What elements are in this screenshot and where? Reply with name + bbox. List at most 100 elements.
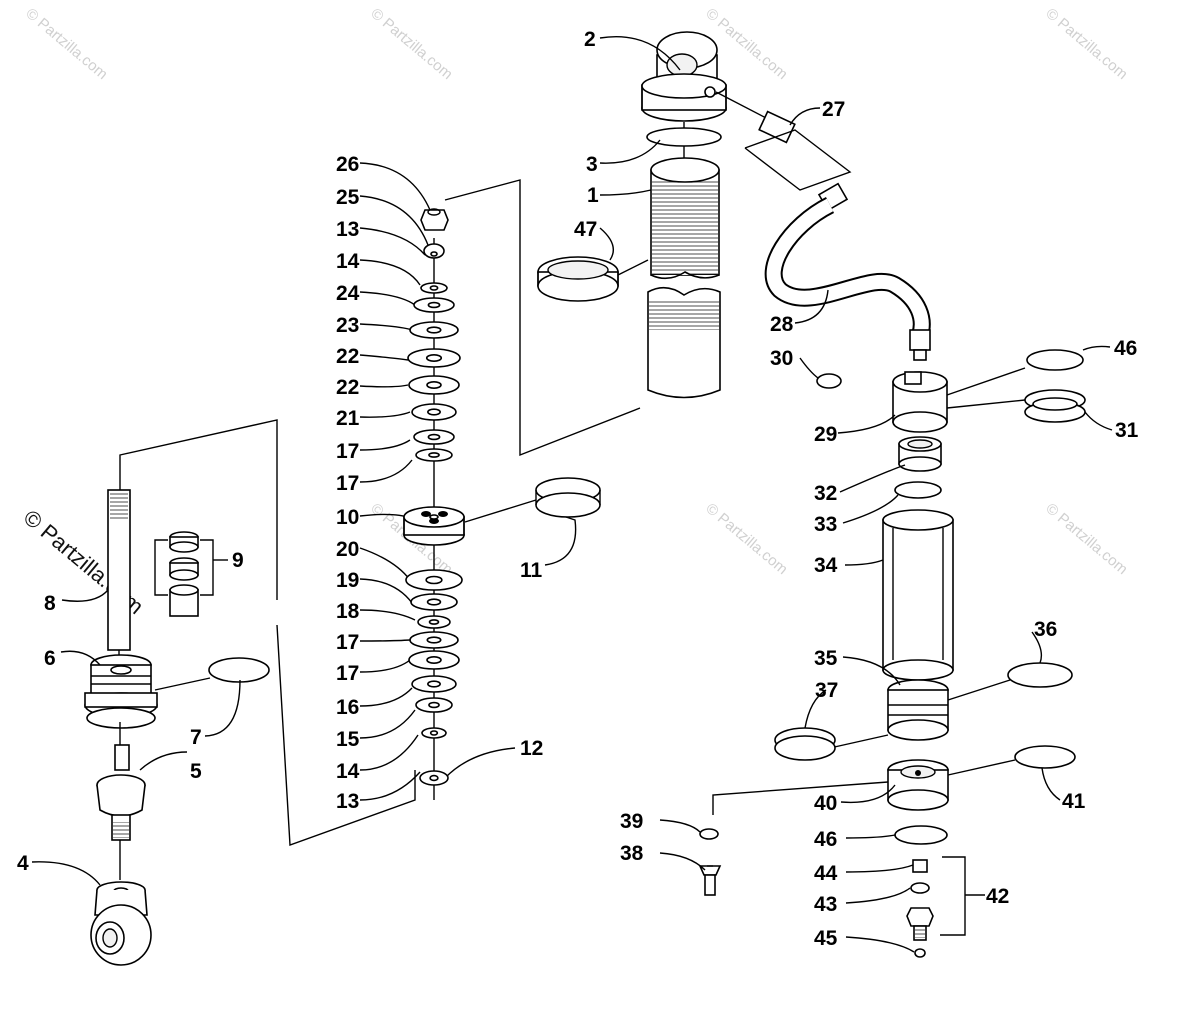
part-2-top-eye xyxy=(641,31,727,122)
part-24-shim-hole xyxy=(427,301,441,309)
callout-13: 13 xyxy=(336,218,359,241)
callout-13: 13 xyxy=(336,790,359,813)
callout-29: 29 xyxy=(814,423,837,446)
watermark-text: © Partzilla.com xyxy=(367,5,455,83)
callout-15: 15 xyxy=(336,728,360,751)
callout-5: 5 xyxy=(190,760,202,783)
callout-33: 33 xyxy=(814,513,837,536)
callout-44: 44 xyxy=(814,862,838,885)
part-19-shim-hole xyxy=(426,598,442,606)
callout-38: 38 xyxy=(620,842,644,865)
part-21-shim-hole xyxy=(427,408,441,416)
callout-19: 19 xyxy=(336,569,359,592)
part-41-ring xyxy=(1014,745,1076,769)
callout-16: 16 xyxy=(336,696,359,719)
part-15-shim-hole xyxy=(428,701,440,709)
callout-30: 30 xyxy=(770,347,793,370)
callout-8: 8 xyxy=(44,592,56,615)
part-32-bearing xyxy=(898,436,942,472)
watermarks: © Partzilla.com © Partzilla.com © Partzi… xyxy=(19,5,1131,619)
callout-39: 39 xyxy=(620,810,643,833)
part-40-end-cap xyxy=(712,759,1016,815)
callout-1: 1 xyxy=(587,184,599,207)
callout-10: 10 xyxy=(336,506,359,529)
callout-23: 23 xyxy=(336,314,359,337)
part-39-washer xyxy=(699,828,719,840)
part-18-shim-hole xyxy=(428,619,440,625)
watermark-text: © Partzilla.com xyxy=(1042,5,1130,83)
part-22-shim-hole xyxy=(425,354,443,362)
callout-32: 32 xyxy=(814,482,837,505)
part-8-piston-rod xyxy=(107,489,131,651)
callout-28: 28 xyxy=(770,313,794,336)
part-36-ring xyxy=(1007,662,1073,688)
part-28-hose xyxy=(764,182,931,361)
part-6-seal-head xyxy=(84,654,158,729)
part-34-reservoir xyxy=(882,509,954,681)
callout-6: 6 xyxy=(44,647,56,670)
part-30-o-ring xyxy=(816,373,842,389)
part-38-screw xyxy=(698,865,722,896)
part-17-shim-hole xyxy=(427,433,441,441)
stack-discs xyxy=(403,282,601,786)
callout-45: 45 xyxy=(814,927,838,950)
part-17-shim-hole xyxy=(428,452,440,458)
callout-14: 14 xyxy=(336,250,360,273)
callout-42: 42 xyxy=(986,885,1009,908)
shock-body xyxy=(537,31,931,399)
part-31-ring xyxy=(1024,389,1086,423)
part-29-reservoir-cap xyxy=(892,367,1026,433)
part-4-eye-mount xyxy=(90,881,152,966)
callout-36: 36 xyxy=(1034,618,1057,641)
callout-17: 17 xyxy=(336,662,359,685)
watermark-text: © Partzilla.com xyxy=(1042,500,1130,578)
part-14-washer-hole xyxy=(429,730,439,736)
callout-34: 34 xyxy=(814,554,838,577)
part-12-washer-hole xyxy=(429,774,439,782)
callout-2: 2 xyxy=(584,28,596,51)
callout-27: 27 xyxy=(822,98,845,121)
callout-11: 11 xyxy=(520,559,543,582)
callout-17: 17 xyxy=(336,440,359,463)
callout-9: 9 xyxy=(232,549,244,572)
callout-12: 12 xyxy=(520,737,543,760)
callout-7: 7 xyxy=(190,726,202,749)
callout-20: 20 xyxy=(336,538,359,561)
callout-22: 22 xyxy=(336,376,359,399)
callout-21: 21 xyxy=(336,407,360,430)
callout-26: 26 xyxy=(336,153,359,176)
part-14-washer-hole xyxy=(429,285,439,291)
part-47-spring-collar xyxy=(537,256,649,302)
callout-4: 4 xyxy=(17,852,29,875)
part-7-ring xyxy=(208,657,270,683)
part-33-o-ring xyxy=(894,481,942,499)
callout-35: 35 xyxy=(814,647,838,670)
callout-17: 17 xyxy=(336,472,359,495)
part-9-bushings xyxy=(154,531,214,617)
part-16-shim-hole xyxy=(427,680,441,688)
watermark-text: © Partzilla.com xyxy=(702,500,790,578)
part-46-ring xyxy=(894,825,948,845)
part-27-fitting xyxy=(715,91,852,191)
part-35-piston xyxy=(829,679,1011,749)
callout-31: 31 xyxy=(1115,419,1139,442)
callout-46: 46 xyxy=(1114,337,1137,360)
watermark-text: © Partzilla.com xyxy=(22,5,110,83)
part-17-shim-hole xyxy=(426,656,442,664)
part-11-wear-band xyxy=(464,477,601,523)
part-13-washer xyxy=(430,251,438,257)
part-25-washer xyxy=(423,243,445,259)
callout-18: 18 xyxy=(336,600,360,623)
callout-37: 37 xyxy=(815,679,838,702)
part-26-nut xyxy=(420,208,449,231)
part-44-plug xyxy=(912,859,928,873)
callout-leaders xyxy=(31,36,1113,953)
callout-14: 14 xyxy=(336,760,360,783)
callout-17: 17 xyxy=(336,631,359,654)
part-45-cap xyxy=(914,948,926,958)
callout-43: 43 xyxy=(814,893,837,916)
callout-labels: 1 2 3 4 5 6 7 8 9 10 11 12 13 14 24 23 2… xyxy=(17,28,1139,950)
callout-25: 25 xyxy=(336,186,360,209)
callout-41: 41 xyxy=(1062,790,1086,813)
